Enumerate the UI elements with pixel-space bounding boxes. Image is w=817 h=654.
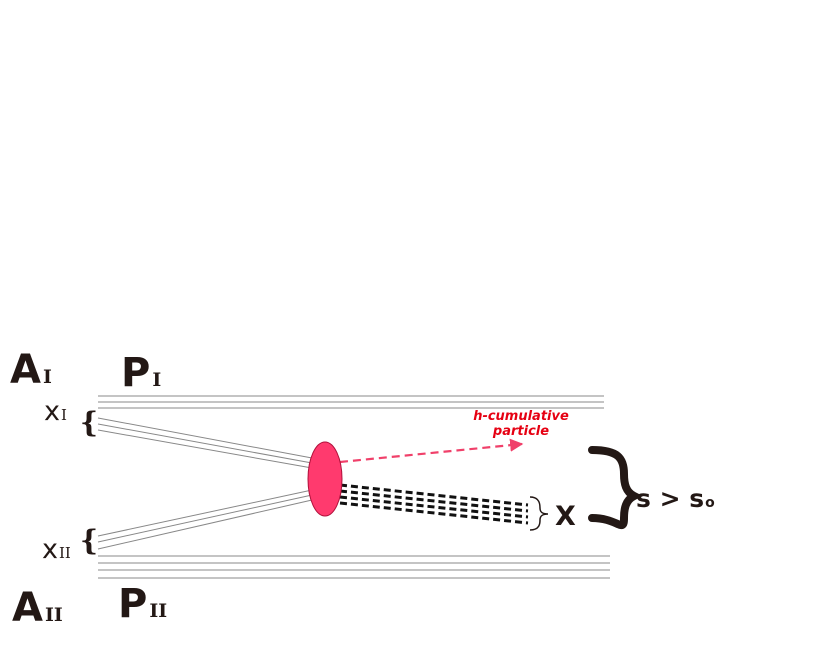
fraction-x-ii-label: xII [42,534,71,565]
x-system-label: X [555,501,576,532]
parton-lines-ii [97,489,313,550]
cumulative-particle-arrow [339,438,524,464]
fraction-x-i-label: xI [44,396,67,427]
cumulative-particle-label-line2: particle [492,424,549,439]
x-system-brace-icon [529,496,549,531]
outgoing-x-lines [339,483,529,525]
energy-brace-icon [588,446,643,529]
parton-lines-i [97,417,313,469]
cumulative-particle-label-line1: h-cumulative [473,409,569,424]
nucleus-i-beam [98,395,604,409]
interaction-vertex [307,441,343,517]
nucleus-ii-beam [98,555,610,579]
brace-x-ii-icon: { [80,524,98,557]
energy-condition-label: s > so [636,484,715,513]
brace-x-i-icon: { [80,406,98,439]
